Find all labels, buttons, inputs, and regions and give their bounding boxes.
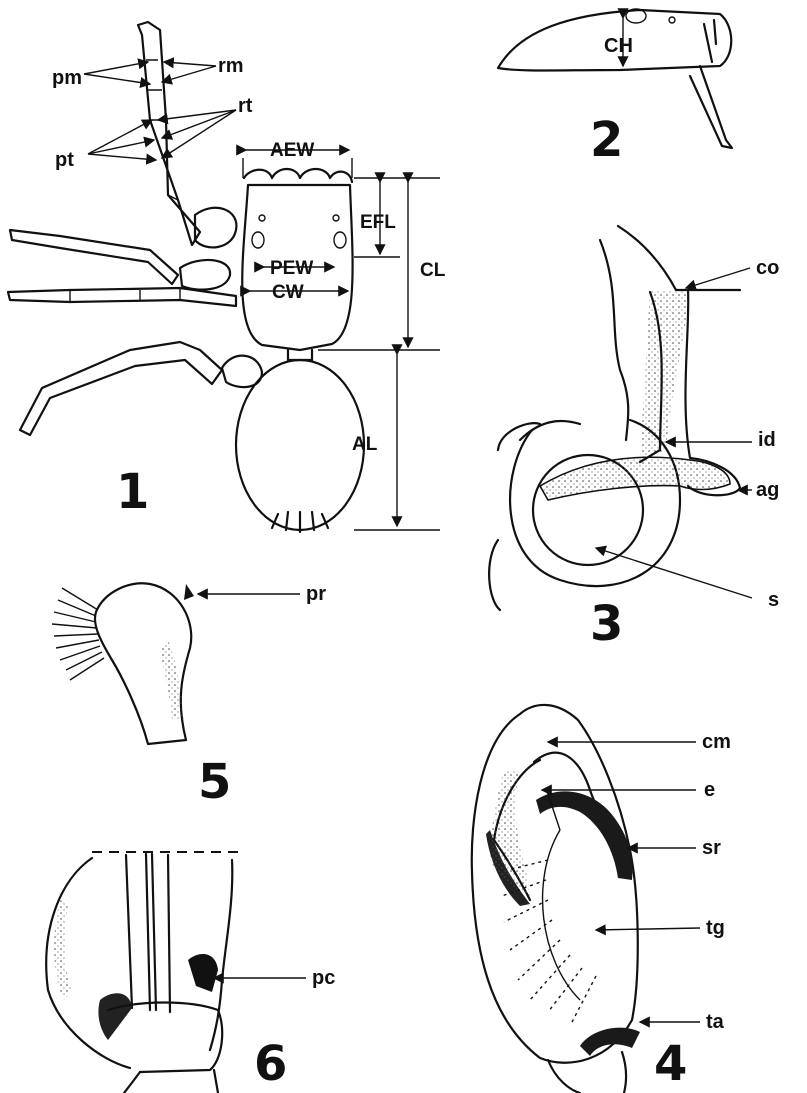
label-efl: EFL [360,212,396,233]
figure-5-chelicera: pr 5 [52,583,326,810]
figure-number-1: 1 [116,464,149,520]
figure-number-3: 3 [590,596,623,652]
label-ta: ta [706,1011,725,1033]
label-cw: CW [272,282,304,303]
leg-4 [20,342,222,435]
coxa-1 [195,208,236,248]
label-rt: rt [238,95,253,117]
label-rm: rm [218,55,244,77]
leg-3 [8,288,236,306]
leg-2 [10,230,178,284]
chelicera [690,66,732,148]
cymbium [472,705,638,1063]
figure-number-5: 5 [198,754,231,810]
leg-1 [138,22,200,245]
label-s: s [768,589,779,611]
figure-number-2: 2 [590,112,623,168]
figure-1-spider: pm rm rt pt AEW EFL CL PEW CW AL 1 [8,22,446,532]
label-cm: cm [702,731,731,753]
label-aew: AEW [270,140,314,161]
figure-number-6: 6 [254,1036,287,1092]
label-e: e [704,779,715,801]
figure-6-palp: pc 6 [46,852,335,1093]
figure-4-palp-bulb: cm e sr tg ta 4 [472,705,731,1093]
label-tg: tg [706,917,725,939]
figure-2-carapace-lateral: CH 2 [498,9,732,168]
label-co: co [756,257,779,279]
label-pm: pm [52,67,82,89]
label-ch: CH [604,35,633,57]
coxa-2 [180,260,230,290]
label-pt: pt [55,149,74,171]
label-pr: pr [306,583,326,605]
label-id: id [758,429,776,451]
label-al: AL [352,434,378,455]
label-pew: PEW [270,258,313,279]
figure-3-epigyne: co id ag s 3 [489,226,779,652]
label-pc: pc [312,967,335,989]
label-ag: ag [756,479,779,501]
label-cl: CL [420,260,446,281]
abdomen [236,360,364,530]
label-sr: sr [702,837,721,859]
figure-number-4: 4 [654,1036,687,1092]
